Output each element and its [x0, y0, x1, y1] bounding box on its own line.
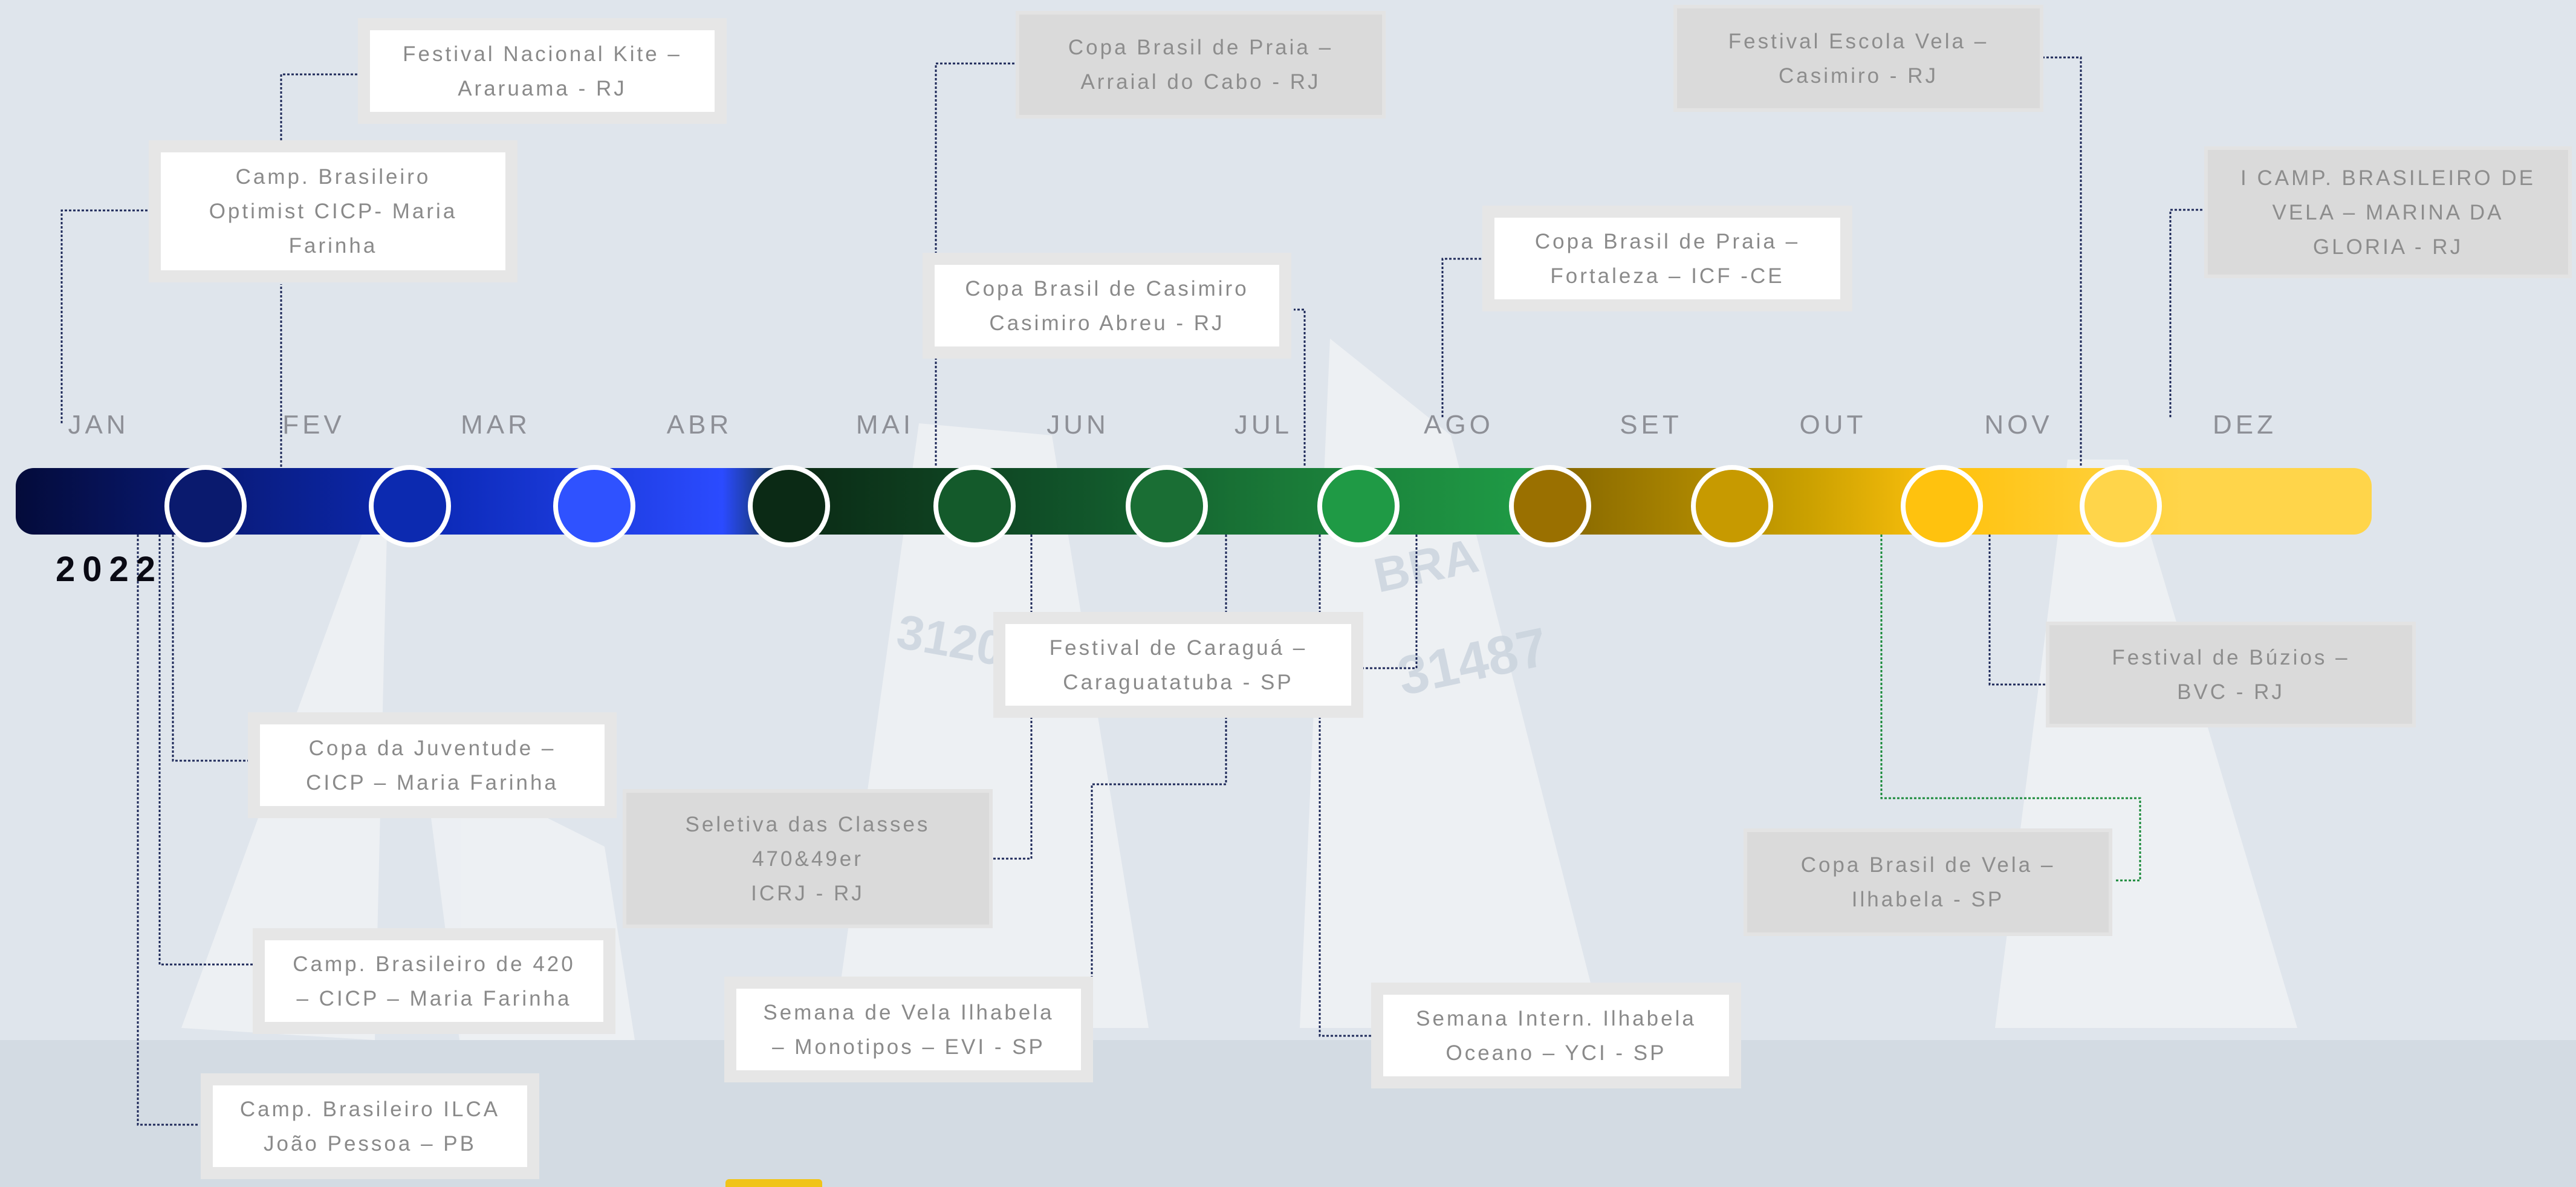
event-card-text: Camp. Brasileiro ILCA João Pessoa – PB [239, 1097, 501, 1156]
event-card-text: Semana Intern. Ilhabela Oceano – YCI - S… [1416, 1006, 1696, 1065]
event-card-vela-ilhabela: Copa Brasil de Vela – Ilhabela - SP [1744, 828, 2112, 936]
event-card-kite: Festival Nacional Kite – Araruama - RJ [358, 18, 727, 124]
event-card-text: Festival de Búzios – BVC - RJ [2112, 645, 2350, 704]
event-card-semana-oceano: Semana Intern. Ilhabela Oceano – YCI - S… [1371, 983, 1741, 1088]
milestone-9 [1691, 465, 1773, 547]
event-card-praia-arraial: Copa Brasil de Praia – Arraial do Cabo -… [1016, 11, 1386, 119]
partial-yellow-shape [725, 1179, 822, 1187]
month-label-mar: MAR [461, 410, 531, 440]
month-label-jan: JAN [68, 410, 129, 440]
event-card-caragua: Festival de Caraguá – Caraguatatuba - SP [993, 612, 1363, 718]
milestone-4 [748, 465, 830, 547]
event-card-escola-vela: Festival Escola Vela – Casimiro - RJ [1673, 5, 2043, 112]
event-card-text: Copa Brasil de Praia – Arraial do Cabo -… [1068, 36, 1334, 94]
event-card-seletiva: Seletiva das Classes 470&49er ICRJ - RJ [623, 789, 993, 928]
month-label-aug: AGO [1424, 410, 1494, 440]
event-card-text: I CAMP. BRASILEIRO DE VELA – MARINA DA G… [2240, 166, 2535, 259]
month-label-apr: ABR [666, 410, 733, 440]
month-label-sep: SET [1620, 410, 1682, 440]
event-card-juventude: Copa da Juventude – CICP – Maria Farinha [248, 712, 617, 818]
milestone-7 [1317, 465, 1400, 547]
milestone-10 [1901, 465, 1983, 547]
event-card-camp-420: Camp. Brasileiro de 420 – CICP – Maria F… [253, 928, 615, 1034]
event-card-buzios: Festival de Búzios – BVC - RJ [2046, 622, 2416, 727]
event-card-praia-fortaleza: Copa Brasil de Praia – Fortaleza – ICF -… [1482, 206, 1852, 311]
event-card-text: Festival de Caraguá – Caraguatatuba - SP [1049, 636, 1308, 694]
month-label-feb: FEV [282, 410, 345, 440]
month-label-nov: NOV [1984, 410, 2053, 440]
event-card-text: Copa Brasil de Praia – Fortaleza – ICF -… [1534, 229, 1800, 288]
event-card-text: Semana de Vela Ilhabela – Monotipos – EV… [763, 1000, 1054, 1059]
event-card-text: Camp. Brasileiro Optimist CICP- Maria Fa… [209, 165, 458, 258]
event-card-text: Copa Brasil de Casimiro Casimiro Abreu -… [965, 276, 1249, 335]
milestone-1 [164, 465, 247, 547]
year-label: 2022 [56, 550, 163, 589]
milestone-5 [933, 465, 1016, 547]
month-label-jul: JUL [1234, 410, 1293, 440]
event-card-marina-gloria: I CAMP. BRASILEIRO DE VELA – MARINA DA G… [2204, 146, 2572, 278]
month-label-dec: DEZ [2213, 410, 2277, 440]
milestone-8 [1509, 465, 1591, 547]
event-card-text: Copa da Juventude – CICP – Maria Farinha [306, 736, 559, 795]
event-card-casimiro: Copa Brasil de Casimiro Casimiro Abreu -… [923, 253, 1291, 359]
event-card-text: Camp. Brasileiro de 420 – CICP – Maria F… [293, 952, 576, 1010]
event-card-semana-monotipos: Semana de Vela Ilhabela – Monotipos – EV… [724, 977, 1093, 1082]
event-card-text: Copa Brasil de Vela – Ilhabela - SP [1800, 853, 2055, 911]
event-card-text: Festival Nacional Kite – Araruama - RJ [403, 42, 682, 100]
month-label-oct: OUT [1799, 410, 1867, 440]
event-card-ilca: Camp. Brasileiro ILCA João Pessoa – PB [201, 1073, 539, 1179]
milestone-6 [1126, 465, 1208, 547]
month-label-jun: JUN [1046, 410, 1109, 440]
milestone-3 [553, 465, 635, 547]
milestone-11 [2080, 465, 2162, 547]
month-label-may: MAI [855, 410, 915, 440]
event-card-text: Seletiva das Classes 470&49er ICRJ - RJ [685, 812, 930, 905]
event-card-text: Festival Escola Vela – Casimiro - RJ [1728, 29, 1989, 88]
event-card-optimist: Camp. Brasileiro Optimist CICP- Maria Fa… [149, 140, 517, 282]
milestone-2 [369, 465, 451, 547]
